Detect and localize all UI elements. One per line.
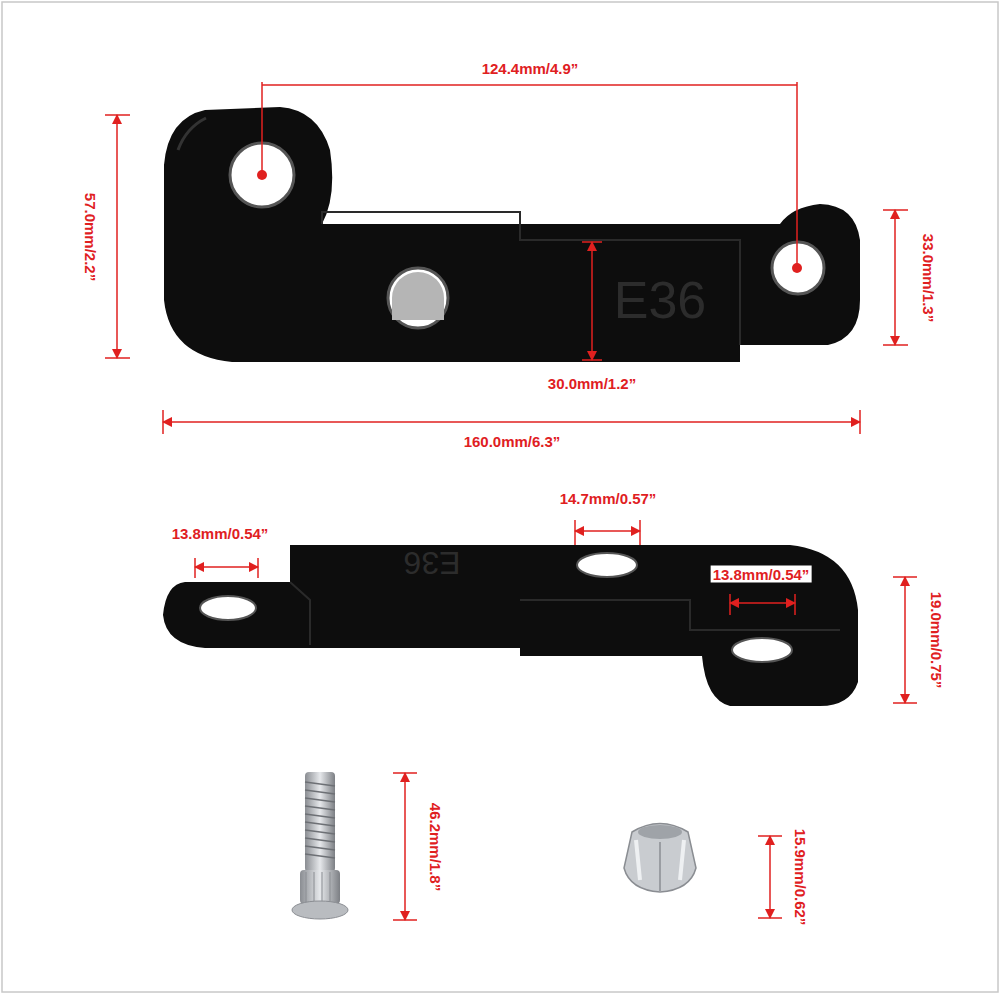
dimension-label: 57.0mm/2.2” <box>82 191 99 283</box>
dimension-lines <box>195 520 917 920</box>
dimension-lines <box>105 82 908 434</box>
engraved-mark: E36 <box>404 547 461 579</box>
dimension-label: 15.9mm/0.62” <box>792 827 809 928</box>
dimension-label: 14.7mm/0.57” <box>558 490 659 507</box>
lower-adapter <box>163 545 858 706</box>
dimension-label: 13.8mm/0.54” <box>170 525 271 542</box>
engraved-mark: E36 <box>614 274 707 326</box>
upper-adapter <box>164 107 860 362</box>
center-dot <box>792 263 802 273</box>
dimension-label: 124.4mm/4.9” <box>480 60 581 77</box>
dimension-label: 30.0mm/1.2” <box>546 375 638 392</box>
dimension-label: 46.2mm/1.8” <box>427 801 444 893</box>
wheel-stud <box>292 772 348 919</box>
dimension-label: 19.0mm/0.75” <box>928 590 945 691</box>
dimension-label: 33.0mm/1.3” <box>920 232 937 324</box>
lug-nut <box>624 824 696 893</box>
dimension-label: 160.0mm/6.3” <box>462 433 563 450</box>
dimension-label: 13.8mm/0.54” <box>711 566 812 583</box>
center-dot <box>257 170 267 180</box>
